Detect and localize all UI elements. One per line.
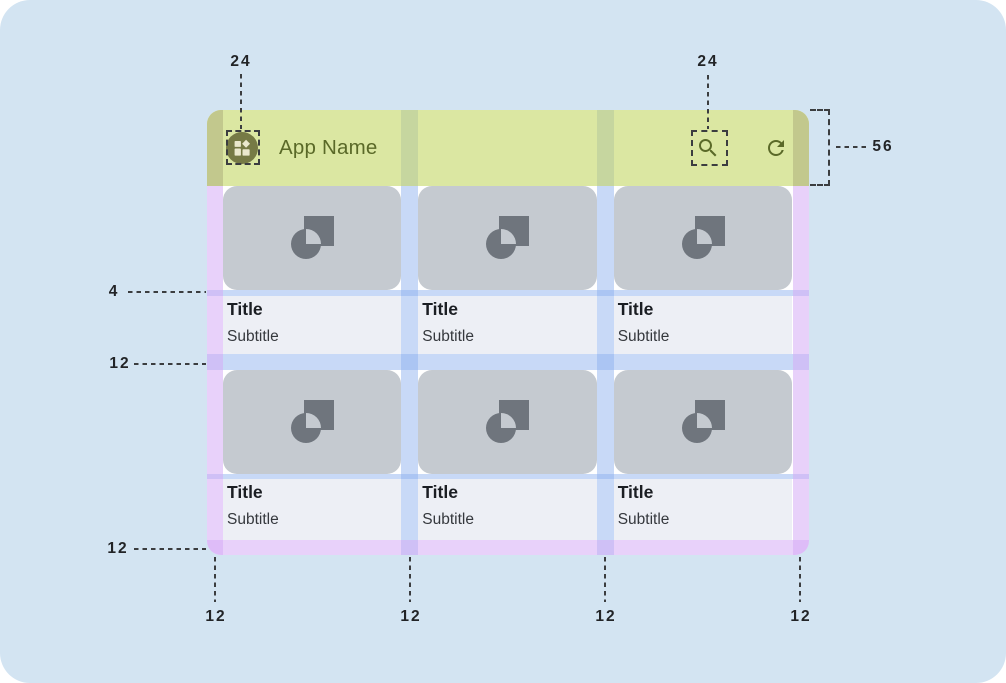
dimension-line [128,291,206,293]
card-subtitle: Subtitle [422,327,474,345]
dimension-line [409,557,411,602]
dimension-line [707,75,709,129]
card-title: Title [422,298,458,319]
card-text[interactable]: Title Subtitle [418,479,597,540]
refresh-icon[interactable] [764,136,788,160]
card-title: Title [422,482,458,502]
pie-chart-icon [486,399,530,443]
margin-overlay-appbar-right [793,110,809,186]
card-subtitle: Subtitle [617,327,670,345]
card-title: Title [227,482,263,502]
card-media[interactable] [613,186,792,290]
card-title: Title [617,482,654,502]
dimension-line [134,363,206,365]
dimension-line [214,557,216,602]
dimension-line [799,557,801,602]
margin-overlay-right [793,186,809,555]
card-text[interactable]: Title Subtitle [223,479,402,540]
dimension-label-margin-left: 12 [205,608,227,625]
card-text[interactable]: Title Subtitle [613,479,792,540]
card-media[interactable] [418,186,597,290]
dimension-line [604,557,606,602]
app-grid-icon [234,139,250,156]
card-subtitle: Subtitle [422,511,474,528]
pie-chart-icon [291,216,335,259]
card-media[interactable] [223,186,402,290]
dimension-label-appbar-height: 56 [872,138,894,155]
dimension-label-icon-right: 24 [697,53,719,70]
pie-chart-icon [681,216,725,259]
card-text[interactable]: Title Subtitle [223,295,402,354]
card-subtitle: Subtitle [227,511,279,528]
card-media[interactable] [418,370,597,474]
card-text[interactable]: Title Subtitle [613,295,792,354]
gutter-overlay-1 [401,186,419,555]
app-logo-button[interactable] [226,132,258,164]
card-media[interactable] [223,370,402,474]
gutter-overlay-appbar-2 [596,110,614,186]
gutter-overlay-2 [596,186,614,555]
dimension-label-margin-right: 12 [790,608,812,625]
pie-chart-icon [486,216,530,259]
pie-chart-icon [291,399,335,443]
search-icon[interactable] [696,136,720,160]
dimension-label-bottom-margin: 12 [107,540,129,557]
dimension-label-row-gap: 12 [109,355,131,372]
pie-chart-icon [681,399,725,443]
app-mockup: App Name [207,110,809,555]
gap-overlay-12 [207,354,809,370]
icon-bounds-box [691,130,728,166]
margin-overlay-left [207,186,223,555]
card-title: Title [617,298,654,319]
dimension-label-gutter-1: 12 [400,608,422,625]
gutter-overlay-appbar-1 [401,110,419,186]
card-text[interactable]: Title Subtitle [418,295,597,354]
dimension-line [836,146,866,148]
appbar-height-bracket [810,109,830,186]
dimension-line [240,74,242,129]
dimension-label-gutter-2: 12 [595,608,617,625]
card-subtitle: Subtitle [227,327,279,345]
icon-bounds-box [226,130,260,165]
card-media[interactable] [613,370,792,474]
app-name-title: App Name [279,136,378,159]
dimension-label-icon-left: 24 [230,53,252,70]
margin-overlay-bottom [207,539,809,555]
margin-overlay-appbar-left [207,110,223,186]
dimension-line [134,548,206,550]
dimension-label-title-gap: 4 [108,283,120,300]
card-subtitle: Subtitle [617,511,670,528]
card-title: Title [227,298,263,319]
